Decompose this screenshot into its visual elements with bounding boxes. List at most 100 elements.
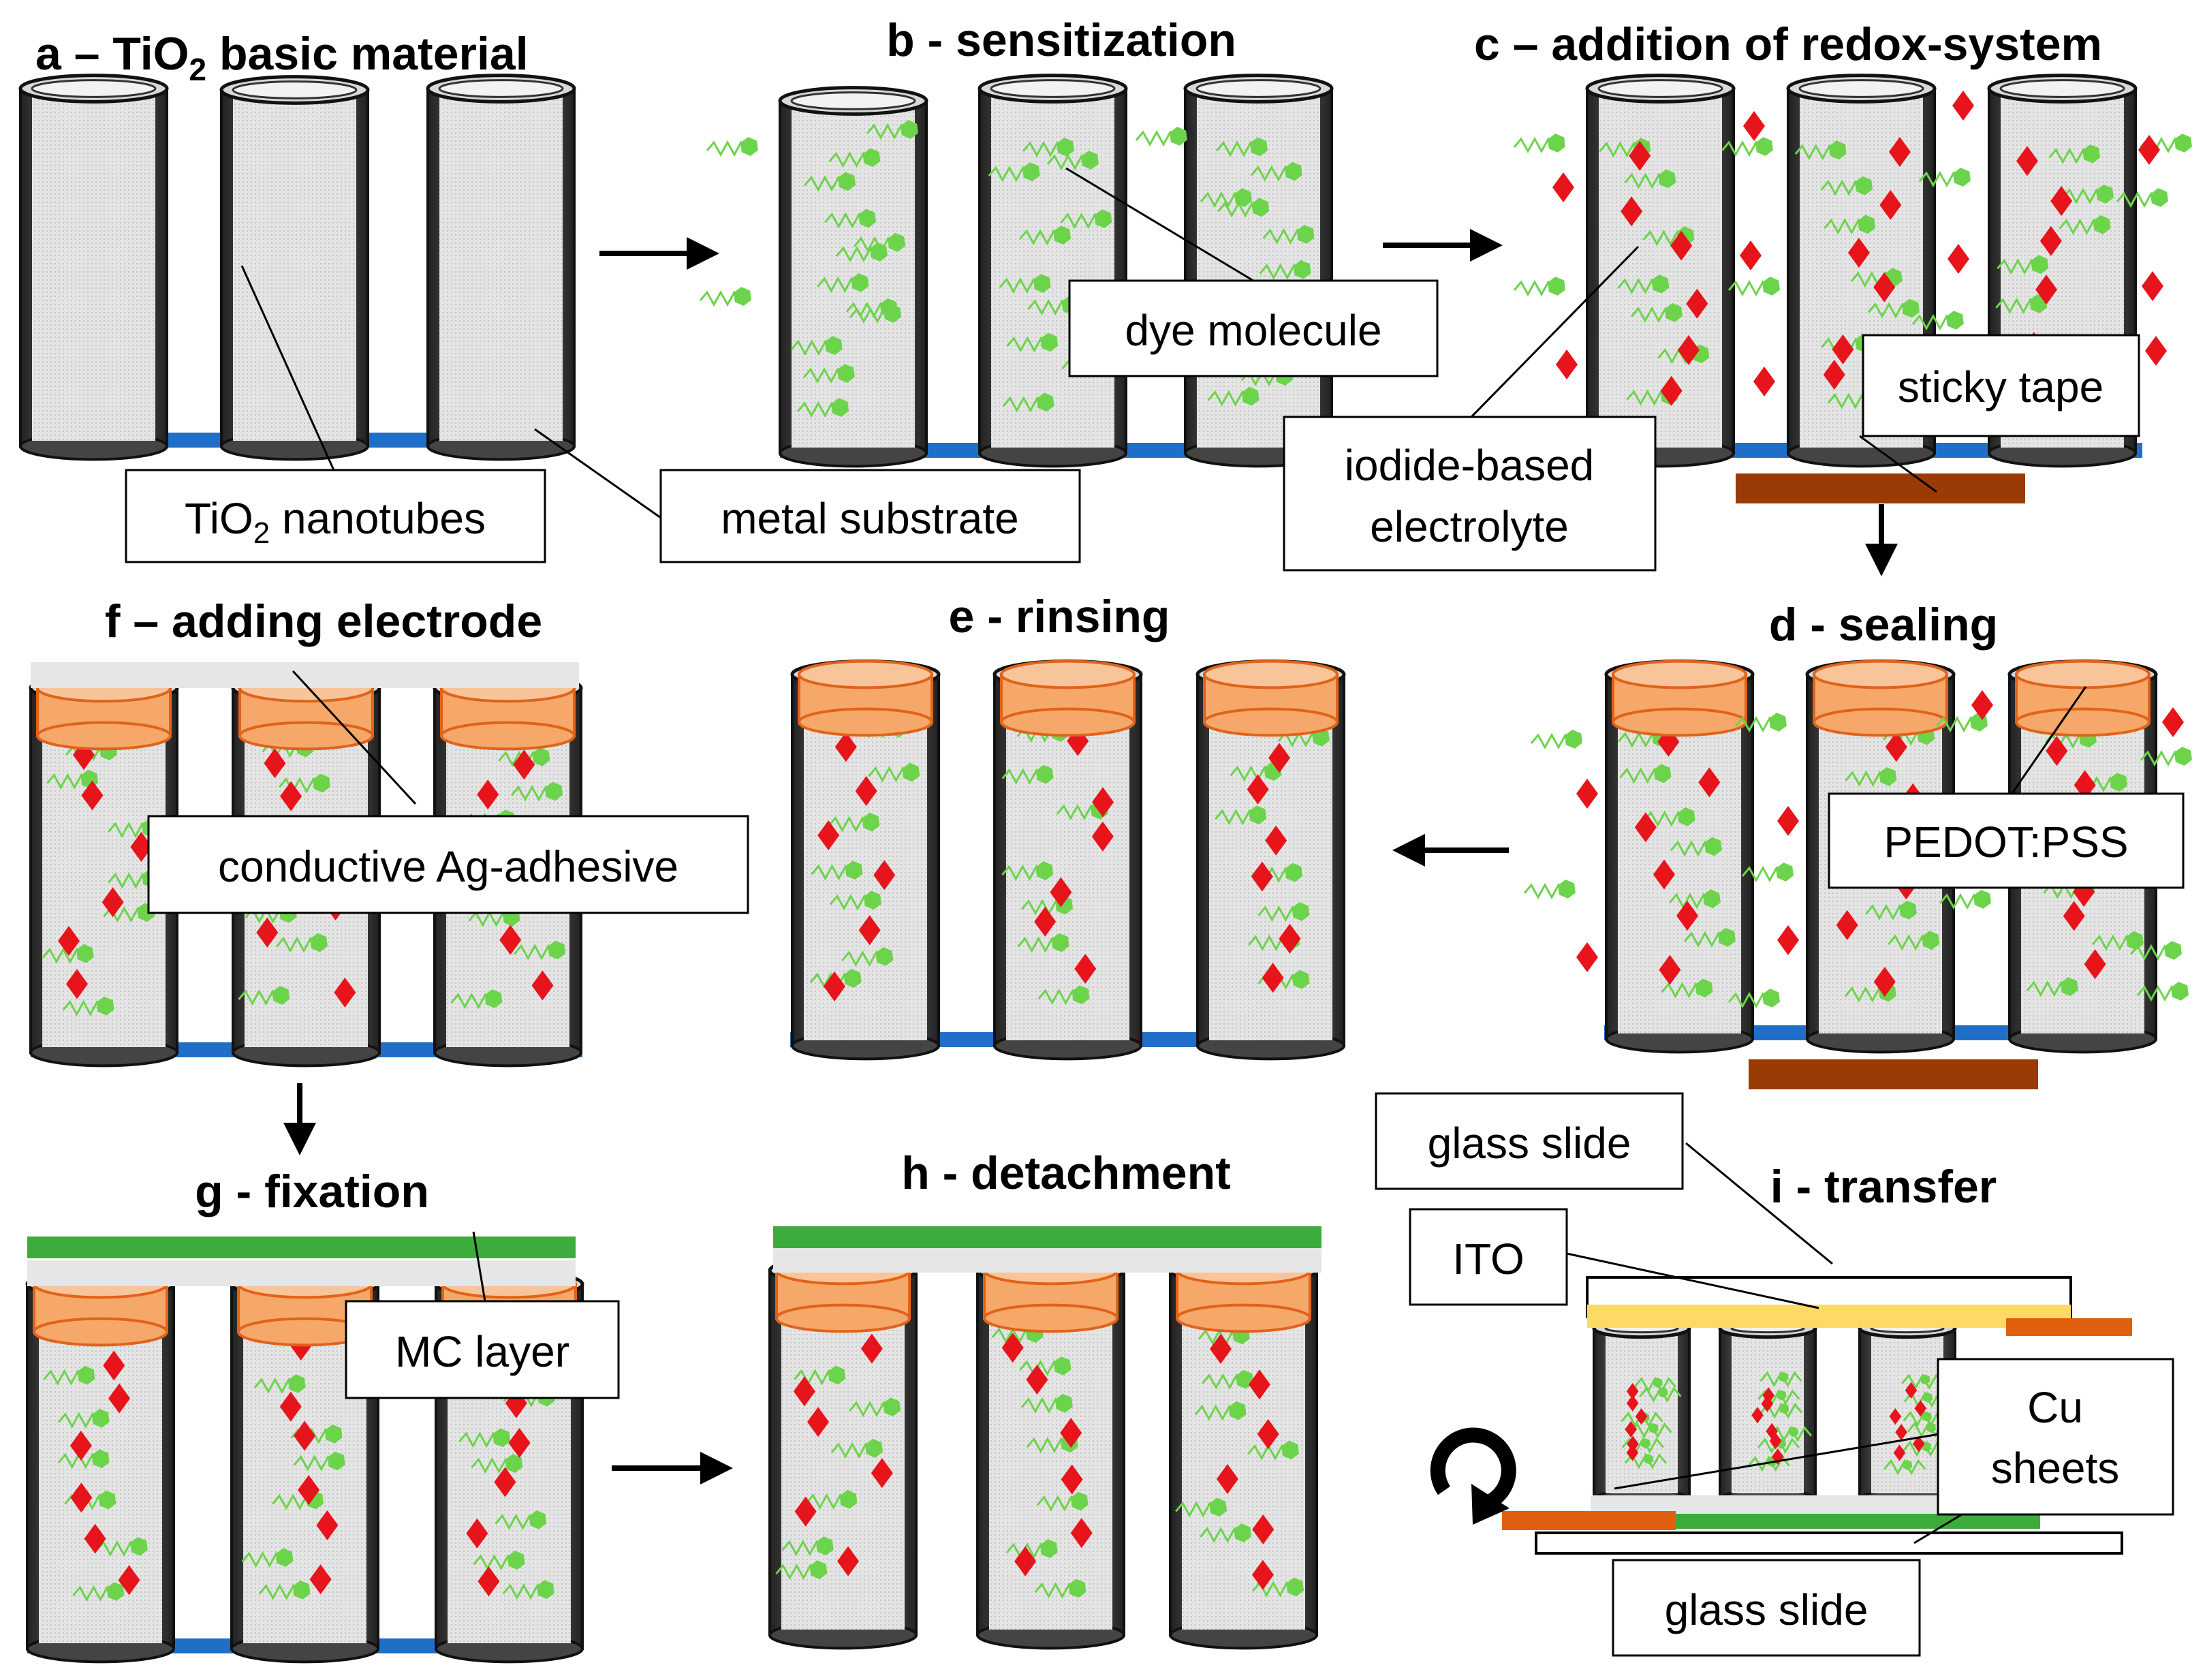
title-h: h - detachment xyxy=(901,1147,1231,1199)
redox-ion xyxy=(1905,1382,1918,1399)
svg-text:dye molecule: dye molecule xyxy=(1125,306,1381,355)
dye-molecule xyxy=(817,273,869,293)
redox-ion xyxy=(1660,375,1683,406)
dye-molecule xyxy=(275,933,328,953)
redox-ion xyxy=(1873,967,1896,997)
redox-ion xyxy=(84,1523,106,1554)
redox-ion xyxy=(1627,1435,1639,1452)
svg-text:TiO2 nanotubes: TiO2 nanotubes xyxy=(185,494,486,550)
dye-molecule xyxy=(258,1580,311,1600)
dye-molecule xyxy=(1257,902,1310,922)
dye-molecule xyxy=(1939,890,1991,910)
nanotube xyxy=(978,74,1128,468)
redox-ion xyxy=(1836,909,1858,940)
panel-titles: a – TiO2 basic material b - sensitizatio… xyxy=(35,14,2102,1217)
callout-ito: ITO xyxy=(1409,1208,1568,1306)
dye-molecule xyxy=(1630,302,1683,323)
dye-molecule xyxy=(1888,931,1940,951)
dye-molecule xyxy=(1018,225,1071,246)
dye-molecule xyxy=(1022,138,1074,157)
dye-molecule xyxy=(1721,137,1773,157)
dye-molecule xyxy=(781,1536,834,1557)
dye-molecule xyxy=(794,1365,846,1386)
redox-ion xyxy=(1823,359,1845,390)
process-arrows xyxy=(283,229,1898,1484)
redox-ion xyxy=(1268,743,1291,773)
dye-molecule xyxy=(829,890,881,911)
dye-molecule xyxy=(2048,144,2101,164)
dye-molecule xyxy=(42,944,94,964)
svg-text:sheets: sheets xyxy=(1991,1444,2120,1493)
redox-ion xyxy=(1050,877,1072,907)
redox-ion xyxy=(855,776,877,807)
dye-molecule xyxy=(1175,1497,1227,1518)
redox-ion xyxy=(103,1350,125,1381)
redox-ion xyxy=(1248,1369,1270,1400)
redox-ion xyxy=(1626,1383,1639,1400)
svg-text:glass slide: glass slide xyxy=(1428,1119,1631,1168)
svg-text:sticky tape: sticky tape xyxy=(1898,362,2104,411)
redox-ion xyxy=(513,749,535,780)
redox-ion xyxy=(837,1546,860,1576)
svg-text:conductive Ag-adhesive: conductive Ag-adhesive xyxy=(218,842,678,891)
nanotube xyxy=(1604,659,1755,1054)
dye-molecule xyxy=(502,1580,554,1600)
dye-molecule xyxy=(790,336,843,356)
dye-molecule xyxy=(471,1454,523,1474)
redox-ion xyxy=(1914,1400,1927,1417)
title-b: b - sensitization xyxy=(886,14,1236,66)
redox-ion xyxy=(871,1458,893,1489)
callout-cu-sheets: Cu sheets xyxy=(1937,1358,2174,1516)
dye-molecule xyxy=(495,1510,547,1530)
redox-ion xyxy=(1556,349,1578,379)
redox-ion xyxy=(1026,1365,1048,1395)
nanotube xyxy=(1585,74,1736,468)
redox-ion xyxy=(2016,146,2038,176)
redox-ion xyxy=(309,1564,332,1595)
nanotube xyxy=(975,1256,1126,1650)
redox-ion xyxy=(1832,334,1854,364)
dye-molecule xyxy=(999,274,1051,294)
redox-ion xyxy=(279,1391,302,1422)
redox-ion xyxy=(1653,859,1675,890)
nanotube xyxy=(1786,74,1937,468)
nanotube xyxy=(1195,659,1346,1061)
mc-layer-strip xyxy=(27,1236,576,1258)
svg-text:glass slide: glass slide xyxy=(1665,1585,1868,1634)
redox-ion xyxy=(1873,272,1896,302)
dye-molecule xyxy=(1867,298,1920,319)
redox-ion xyxy=(1670,230,1693,261)
redox-ion xyxy=(294,1420,316,1451)
svg-text:metal substrate: metal substrate xyxy=(721,494,1019,543)
callout-sticky-tape: sticky tape xyxy=(1862,334,2140,437)
redox-ion xyxy=(118,1565,140,1596)
dye-molecule xyxy=(706,137,758,157)
title-i: i - transfer xyxy=(1770,1161,1997,1213)
dye-molecule xyxy=(1727,989,1780,1009)
dye-molecule xyxy=(841,947,894,967)
dye-molecule xyxy=(1215,805,1267,826)
dye-molecule xyxy=(1683,928,1736,948)
callout-electrolyte: iodide-based electrolyte xyxy=(1283,416,1657,572)
redox-ion xyxy=(1257,1419,1279,1450)
dye-molecule xyxy=(1194,1401,1247,1421)
redox-ion xyxy=(1247,774,1269,805)
callout-dye-molecule: dye molecule xyxy=(1068,279,1439,377)
redox-ion xyxy=(1888,136,1911,167)
dye-molecule xyxy=(811,860,863,881)
dye-molecule xyxy=(805,1490,858,1510)
dye-molecule xyxy=(1002,392,1054,413)
nanotube xyxy=(1168,1256,1319,1650)
redox-ion xyxy=(334,977,356,1008)
callout-mc-layer: MC layer xyxy=(345,1300,620,1399)
title-d: d - sealing xyxy=(1769,599,1998,651)
dye-molecule xyxy=(699,287,751,307)
redox-ion xyxy=(477,779,499,810)
redox-ion xyxy=(1751,1407,1764,1424)
dye-molecule xyxy=(866,120,918,140)
dye-molecule xyxy=(1621,1437,1665,1454)
redox-ion xyxy=(1634,812,1657,843)
dye-molecule xyxy=(853,232,905,253)
dye-molecule xyxy=(72,1582,125,1602)
